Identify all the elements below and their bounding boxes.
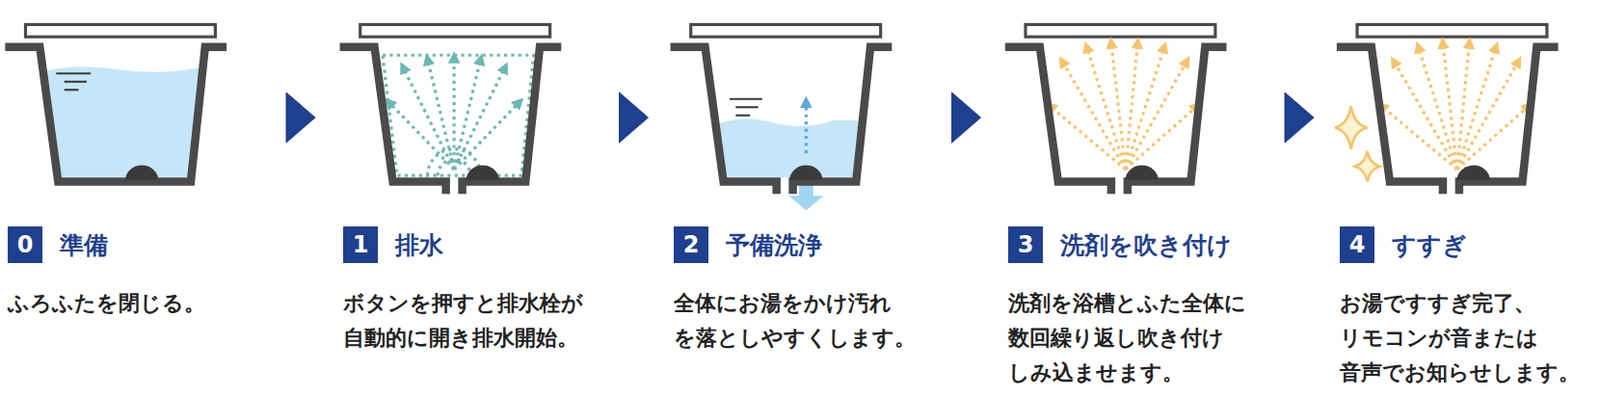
step-number: 4: [1339, 226, 1375, 264]
bathtub-outline: [1336, 47, 1559, 194]
water-lines: [55, 73, 91, 90]
step-heading: 2 予備洗浄: [673, 226, 823, 264]
step-description: 洗剤を浴槽とふた全体に 数回繰り返し吹き付け しみ込ませます。: [1008, 286, 1259, 391]
step-number: 2: [673, 226, 709, 264]
step-column: 0 準備ふろふたを閉じる。: [4, 0, 262, 397]
bathtub-outline: [340, 47, 562, 194]
drain-plug: [789, 165, 823, 181]
step-number: 0: [7, 226, 43, 264]
bath-lid: [1357, 24, 1547, 37]
drain-plug: [1125, 165, 1159, 181]
bath-lid: [360, 24, 551, 37]
flow-arrow: [1284, 92, 1314, 143]
step-description: ボタンを押すと排水栓が 自動的に開き排水開始。: [343, 286, 594, 356]
flow-arrow: [952, 92, 982, 143]
drain-plug: [466, 165, 500, 181]
bath-lid: [1025, 24, 1216, 37]
rinse-spray: [1381, 43, 1528, 170]
bath-water: [44, 66, 202, 178]
step-title: 予備洗浄: [725, 229, 823, 262]
step-heading: 1 排水: [343, 226, 444, 264]
spray-arrow: [804, 102, 808, 154]
flow-arrow: [619, 92, 649, 143]
bath-water: [715, 118, 862, 178]
step-title: 排水: [395, 229, 444, 262]
step-description: ふろふたを閉じる。: [7, 286, 259, 321]
tub-step-0: [4, 24, 227, 182]
step-description: お湯ですすぎ完了、 リモコンが音または 音声でお知らせします。: [1339, 286, 1591, 391]
sparkle: [1355, 151, 1380, 183]
bathtub-outline: [1005, 47, 1227, 194]
drain-plug: [125, 165, 159, 181]
step-column: 2 予備洗浄全体にお湯をかけ汚れ を落としやすくします。: [670, 0, 928, 397]
step-number: 3: [1008, 226, 1043, 264]
step-column: 3 洗剤を吹き付け洗剤を浴槽とふた全体に 数回繰り返し吹き付け しみ込ませます。: [1005, 0, 1262, 397]
bathtub-outline: [4, 47, 227, 183]
step-heading: 3 洗剤を吹き付け: [1008, 226, 1232, 264]
water-lines: [729, 99, 763, 116]
tub-step-2: [670, 24, 893, 211]
bathtub-outline: [670, 47, 893, 194]
sparkle: [1334, 106, 1368, 149]
bath-lid: [691, 24, 881, 37]
step-heading: 0 準備: [7, 226, 108, 264]
step-description: 全体にお湯をかけ汚れ を落としやすくします。: [673, 286, 925, 356]
tub-step-3: [1005, 24, 1227, 194]
detergent-spray: [1049, 43, 1197, 170]
tub-step-1: [340, 24, 562, 194]
step-title: 準備: [59, 229, 108, 262]
step-title: すすぎ: [1391, 229, 1467, 262]
step-heading: 4 すすぎ: [1339, 226, 1467, 264]
step-title: 洗剤を吹き付け: [1060, 229, 1232, 262]
step-number: 1: [343, 226, 378, 264]
step-column: 1 排水ボタンを押すと排水栓が 自動的に開き排水開始。: [340, 0, 597, 397]
tub-step-4: [1334, 24, 1559, 194]
drain-plug: [1457, 165, 1491, 181]
drain-arrows: [382, 54, 534, 176]
flow-arrow: [286, 92, 316, 143]
step-column: 4 すすぎお湯ですすぎ完了、 リモコンが音または 音声でお知らせします。: [1336, 0, 1594, 397]
bath-lid: [25, 24, 215, 37]
